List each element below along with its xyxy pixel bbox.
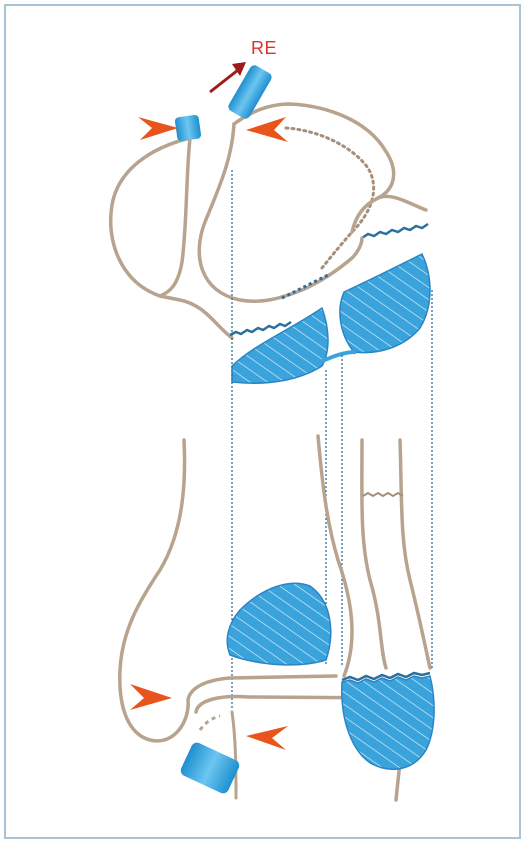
bone-outline-bottom-tibia-left (362, 440, 386, 668)
fracture-line-bottom-shaft (363, 493, 403, 496)
arrowhead-icon (246, 726, 288, 750)
bone-outline-bottom-hidden (200, 716, 220, 730)
re-label: RE (251, 38, 277, 59)
fragment-left (232, 308, 328, 383)
bone-outline-top-column (160, 138, 190, 296)
re-arrow-icon (210, 70, 238, 92)
arrowhead-icon (130, 684, 172, 710)
fracture-line-top-crest (362, 224, 428, 238)
bone-outline-top-lower (302, 238, 362, 290)
bone-outline-bottom-column (232, 712, 236, 798)
ligament-bottom (179, 741, 241, 796)
bone-outline-top-central (199, 124, 302, 301)
fragment-bottom-right (342, 676, 434, 769)
fragment-bottom-left (227, 583, 331, 665)
bottom-view (120, 436, 434, 800)
arrowhead-icon (246, 117, 288, 142)
top-view (111, 62, 430, 383)
fragment-right (340, 254, 430, 353)
bone-outline-top-upper (234, 104, 394, 198)
bone-outline-top-lateral (111, 138, 232, 338)
bone-outline-bottom-tibia-right (400, 440, 430, 668)
ligament-top-small (174, 114, 201, 141)
arrowhead-icon (138, 117, 178, 140)
